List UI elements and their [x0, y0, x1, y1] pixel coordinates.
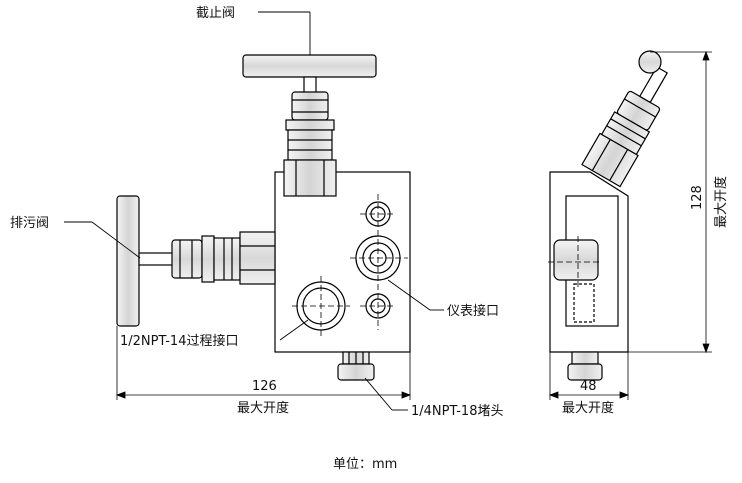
drain-valve-assembly	[116, 195, 276, 327]
dim-front-width-value: 126	[252, 379, 277, 394]
leader-lines	[64, 11, 444, 411]
dim-front-width-caption: 最大开度	[237, 400, 289, 416]
side-view	[548, 50, 669, 381]
stop-valve-assembly	[242, 54, 377, 197]
label-stop-valve: 截止阀	[196, 6, 235, 21]
side-stem-assembly	[581, 66, 669, 188]
dim-side-width-caption: 最大开度	[562, 400, 614, 416]
label-instrument-port: 仪表接口	[447, 303, 499, 319]
label-drain-valve: 排污阀	[10, 216, 49, 231]
dim-side-width-value: 48	[580, 379, 597, 394]
dimension-lines	[115, 50, 712, 400]
front-centerlines	[292, 194, 408, 336]
label-process-port: 1/2NPT-14过程接口	[120, 333, 238, 349]
label-plug: 1/4NPT-18堵头	[411, 404, 503, 419]
dim-side-height-caption: 最大开度	[713, 176, 729, 228]
unit-note: 单位：mm	[333, 457, 397, 472]
dim-side-height-value: 128	[690, 185, 705, 210]
front-view	[116, 54, 411, 381]
plug-fitting	[337, 351, 375, 381]
